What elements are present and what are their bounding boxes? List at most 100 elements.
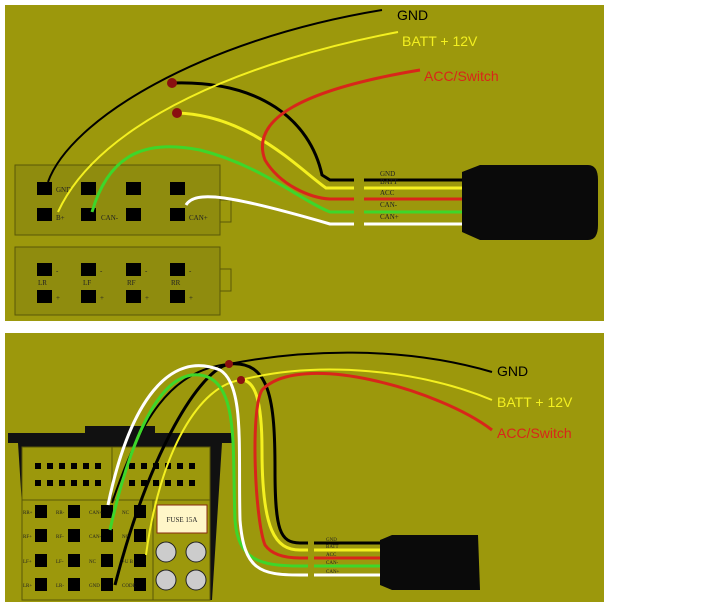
pin — [101, 505, 113, 518]
junction-dot — [172, 108, 182, 118]
pin — [170, 263, 185, 276]
terminal-round — [185, 569, 207, 591]
speaker-label-rr: RR — [171, 279, 181, 287]
pin-small — [129, 463, 135, 469]
wire-can-minus — [90, 145, 470, 214]
pin — [81, 290, 96, 303]
pin-label: RF+ — [23, 535, 32, 540]
pin-small — [165, 480, 171, 486]
pin-label-b-plus: B+ — [56, 214, 65, 222]
pin-label: LR+ — [23, 584, 32, 589]
plug-label: CAN+ — [380, 213, 399, 221]
pin-small — [189, 463, 195, 469]
pin — [37, 263, 52, 276]
pin — [37, 208, 52, 221]
wire-can-plus — [184, 195, 470, 226]
pin-small — [141, 480, 147, 486]
pin-small — [59, 463, 65, 469]
plug-label: ACC — [380, 189, 395, 197]
fuse-label: FUSE 15A — [167, 516, 198, 524]
plug-label: ACC — [326, 553, 337, 558]
pin-polarity-plus: + — [189, 294, 193, 302]
pin — [170, 290, 185, 303]
pin-small — [83, 480, 89, 486]
pin-label: CAN- — [89, 535, 102, 540]
pin-label: CODE — [122, 584, 136, 589]
wire-gnd — [171, 81, 470, 182]
pin-polarity-minus: - — [189, 267, 192, 275]
pin — [134, 578, 146, 591]
pin — [126, 263, 141, 276]
legend-gnd: GND — [497, 363, 528, 379]
pin — [134, 529, 146, 542]
pin — [35, 505, 47, 518]
wire-can-minus — [108, 373, 385, 568]
pin-label: RR- — [56, 511, 65, 516]
wire-break — [308, 538, 314, 580]
pin — [81, 182, 96, 195]
pin-label-can-minus: CAN- — [101, 214, 119, 222]
pin-polarity-minus: - — [145, 267, 148, 275]
pin — [35, 529, 47, 542]
pin-polarity-minus: - — [56, 267, 59, 275]
pin-small — [47, 480, 53, 486]
plug-label: BATT — [380, 178, 398, 186]
pin-small — [177, 463, 183, 469]
plug-label: GND — [326, 538, 337, 543]
pin-small — [129, 480, 135, 486]
terminal-round — [155, 569, 177, 591]
pin-small — [35, 480, 41, 486]
pin — [170, 208, 185, 221]
pin-label: CAN+ — [89, 511, 103, 516]
pin-label: NC — [122, 535, 130, 540]
speaker-label-lf: LF — [83, 279, 91, 287]
plug-connector — [380, 535, 480, 590]
pin-polarity-plus: + — [145, 294, 149, 302]
pin-label: +U B — [122, 560, 134, 565]
plug-label: GND — [380, 170, 395, 178]
pin-label-gnd: GND — [56, 186, 71, 194]
pin — [68, 578, 80, 591]
wire-batt — [240, 378, 385, 552]
pin-small — [71, 480, 77, 486]
pin — [68, 529, 80, 542]
pin-label: RR+ — [23, 511, 33, 516]
legend-acc: ACC/Switch — [497, 425, 572, 441]
connector-speakers: ----++++ LR LF RF RR — [14, 246, 232, 316]
connector-power-can: GND B+ CAN- CAN+ — [14, 164, 232, 236]
junction-dot — [237, 376, 245, 384]
pin — [68, 554, 80, 567]
plug-label: BATT — [326, 545, 339, 550]
wire-gnd — [113, 362, 385, 586]
junction-dot — [225, 360, 233, 368]
pin-label: LF- — [56, 560, 64, 565]
pin — [126, 208, 141, 221]
top-diagram: GND B+ CAN- CAN+ ----++++ LR LF RF RR GN — [5, 5, 604, 321]
legend-batt: BATT + 12V — [402, 33, 478, 49]
fuse — [156, 504, 208, 534]
top-wires — [47, 9, 470, 226]
pin — [170, 182, 185, 195]
pin-label: NC — [122, 511, 130, 516]
speaker-label-lr: LR — [38, 279, 47, 287]
pin-small — [83, 463, 89, 469]
pin-polarity-plus: + — [56, 294, 60, 302]
pin — [37, 182, 52, 195]
pin-small — [153, 480, 159, 486]
pin-small — [141, 463, 147, 469]
pin-label: RF- — [56, 535, 64, 540]
pin — [134, 554, 146, 567]
pin-small — [95, 463, 101, 469]
legend-batt: BATT + 12V — [497, 394, 573, 410]
plug-label: CAN- — [380, 201, 398, 209]
terminal-round — [185, 541, 207, 563]
pin — [35, 578, 47, 591]
pin-small — [189, 480, 195, 486]
pin — [126, 182, 141, 195]
pin-small — [95, 480, 101, 486]
plug-label: CAN- — [326, 561, 339, 566]
plug-connector — [462, 165, 598, 240]
junction-dot — [167, 78, 177, 88]
